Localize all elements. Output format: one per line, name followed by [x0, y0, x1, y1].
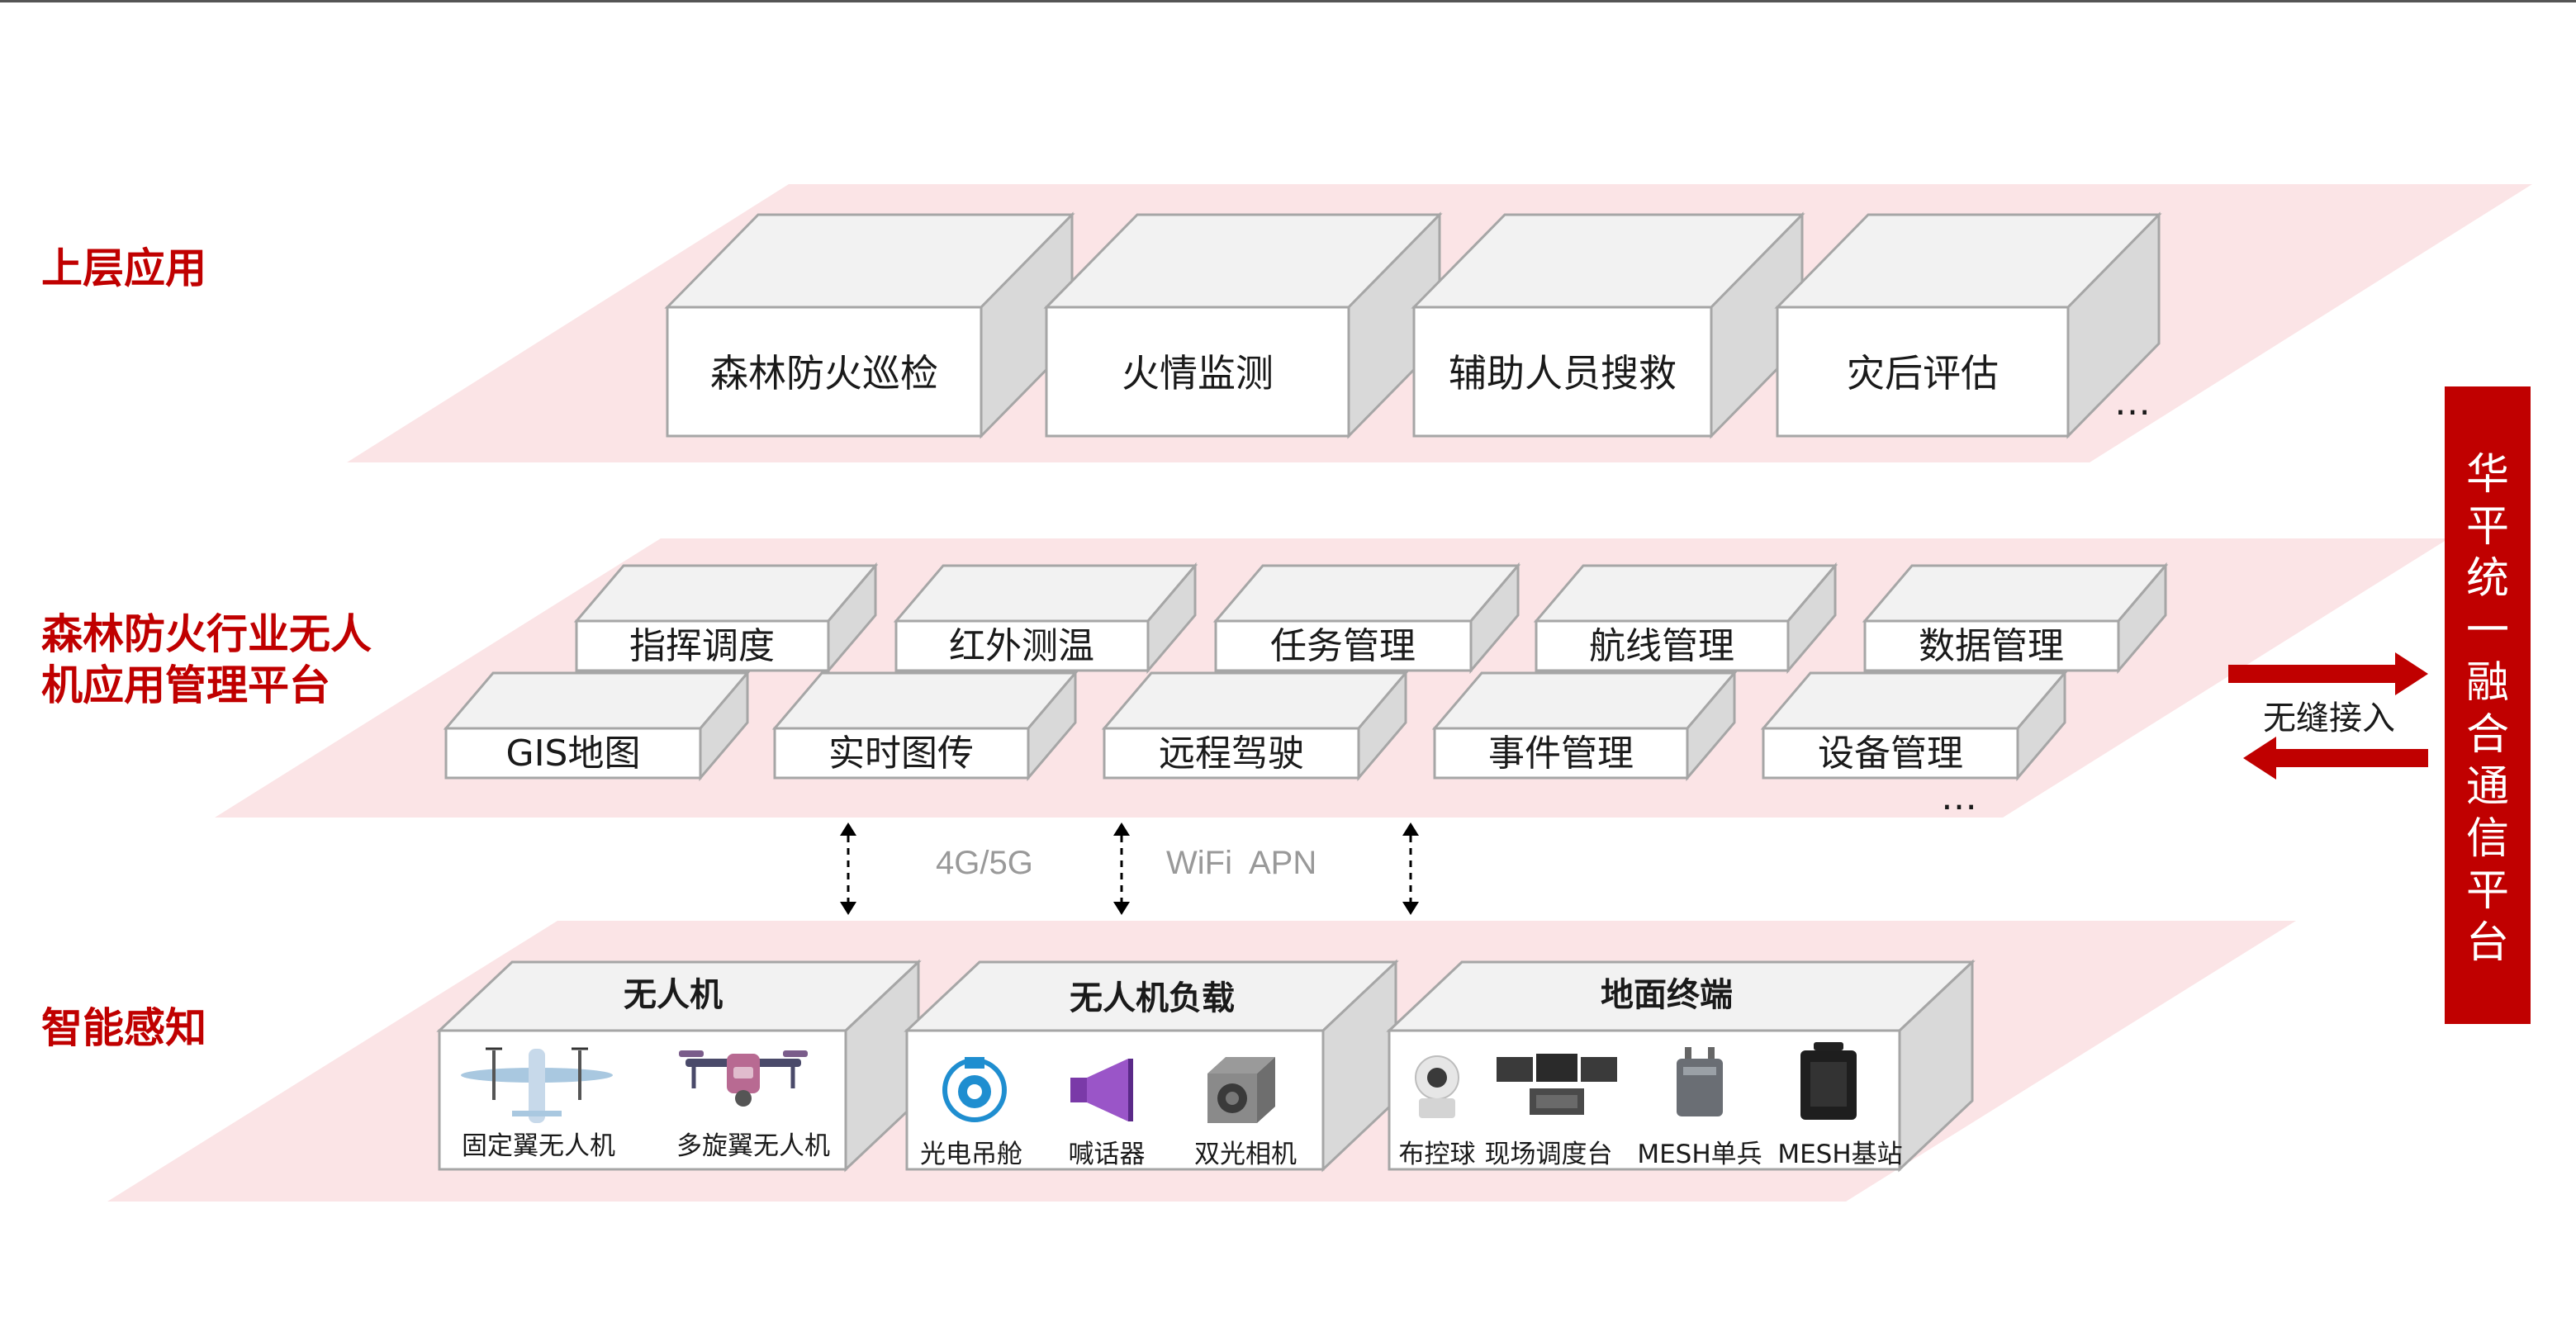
mid-box-event: 事件管理	[1431, 669, 1738, 782]
vertical-title-char: 平	[2466, 502, 2509, 552]
top-box-patrol: 森林防火巡检	[664, 211, 1075, 439]
top-box-label: 火情监测	[1122, 351, 1274, 396]
unified-platform-panel	[2445, 386, 2531, 1024]
dispatch-console-icon	[1497, 1054, 1617, 1115]
device-label: 光电吊舱	[920, 1140, 1022, 1169]
mid-box-data: 数据管理	[1862, 562, 2169, 675]
mid-box-label: 数据管理	[1919, 625, 2064, 667]
mid-box-command: 指挥调度	[573, 562, 879, 675]
device-label: 双光相机	[1194, 1140, 1297, 1169]
megaphone-icon	[1070, 1059, 1133, 1121]
device-label: 多旋翼无人机	[676, 1131, 830, 1161]
top-layer-ellipsis: …	[2114, 382, 2151, 424]
sense-group-title: 无人机	[624, 976, 723, 1014]
top-box-rescue: 辅助人员搜救	[1411, 211, 1805, 439]
sense-group-title: 地面终端	[1601, 976, 1733, 1014]
device-label: MESH基站	[1777, 1140, 1902, 1169]
sense-group-title: 无人机负载	[1070, 979, 1235, 1017]
middle-layer-ellipsis: …	[1941, 776, 1977, 818]
network-label-cellular: 4G/5G	[936, 845, 1033, 881]
mid-box-label: 实时图传	[828, 732, 974, 775]
vertical-title-char: 通	[2466, 762, 2509, 812]
mid-box-label: 事件管理	[1488, 732, 1634, 775]
mid-box-remote: 远程驾驶	[1101, 669, 1409, 782]
network-label-wifi-apn: WiFi APN	[1166, 845, 1316, 881]
seamless-access-label: 无缝接入	[2263, 699, 2395, 737]
mid-box-label: 指挥调度	[629, 625, 775, 667]
label-platform-line1: 森林防火行业无人	[41, 610, 372, 658]
mesh-radio-icon	[1677, 1047, 1723, 1116]
top-box-label: 灾后评估	[1847, 351, 1999, 396]
vertical-title-char: 信	[2466, 814, 2509, 864]
mid-box-route: 航线管理	[1533, 562, 1838, 675]
mid-box-label: 远程驾驶	[1159, 732, 1304, 775]
vertical-title-char: 华	[2466, 450, 2509, 500]
device-label: 喊话器	[1069, 1140, 1146, 1169]
dual-camera-icon	[1207, 1057, 1275, 1123]
device-label: 固定翼无人机	[462, 1131, 615, 1161]
vertical-title-char: 平	[2466, 866, 2509, 916]
mid-box-label: GIS地图	[505, 732, 640, 775]
sense-group-ground-terminals: 地面终端 布控球 现场调度台 MESH单兵	[1386, 959, 1976, 1173]
vertical-title-char: 合	[2466, 710, 2509, 760]
mid-box-task: 任务管理	[1212, 562, 1521, 675]
mesh-base-station-icon	[1800, 1042, 1857, 1120]
network-arrow-2	[1113, 822, 1130, 915]
mid-box-label: 红外测温	[949, 625, 1094, 667]
top-box-assessment: 灾后评估	[1774, 211, 2162, 439]
mid-box-label: 航线管理	[1589, 625, 1734, 667]
vertical-title-char: 统	[2466, 554, 2509, 604]
network-arrow-1	[840, 822, 856, 915]
vertical-title-char: 台	[2466, 918, 2509, 968]
mid-box-label: 设备管理	[1818, 732, 1963, 775]
multirotor-drone-icon	[679, 1050, 808, 1107]
label-smart-sensing: 智能感知	[41, 1004, 206, 1052]
top-box-label: 森林防火巡检	[710, 351, 938, 396]
mid-box-device: 设备管理	[1760, 669, 2068, 782]
arrow-left-icon	[2243, 737, 2428, 780]
top-box-fire-monitor: 火情监测	[1043, 211, 1443, 439]
mid-box-gis: GIS地图	[443, 669, 751, 782]
device-label: 布控球	[1399, 1140, 1476, 1169]
top-box-label: 辅助人员搜救	[1449, 351, 1677, 396]
sense-group-drones: 无人机 固定翼无人机 多旋翼无人机	[436, 959, 922, 1173]
gimbal-camera-icon	[942, 1057, 1007, 1122]
mid-box-infrared: 红外测温	[893, 562, 1198, 675]
network-arrow-3	[1402, 822, 1419, 915]
vertical-title-char: 一	[2466, 606, 2509, 656]
mid-box-label: 任务管理	[1270, 625, 1416, 667]
device-label: 现场调度台	[1485, 1140, 1613, 1169]
mid-box-video: 实时图传	[771, 669, 1079, 782]
arrow-right-icon	[2228, 652, 2428, 695]
fixed-wing-drone-icon	[461, 1047, 613, 1123]
sense-group-payloads: 无人机负载 光电吊舱 喊话器 双光相机	[904, 959, 1399, 1173]
label-platform-line2: 机应用管理平台	[41, 661, 330, 709]
device-label: MESH单兵	[1637, 1140, 1762, 1169]
label-upper-application: 上层应用	[41, 244, 206, 292]
dome-camera-icon	[1415, 1055, 1459, 1118]
vertical-title-char: 融	[2466, 658, 2509, 708]
